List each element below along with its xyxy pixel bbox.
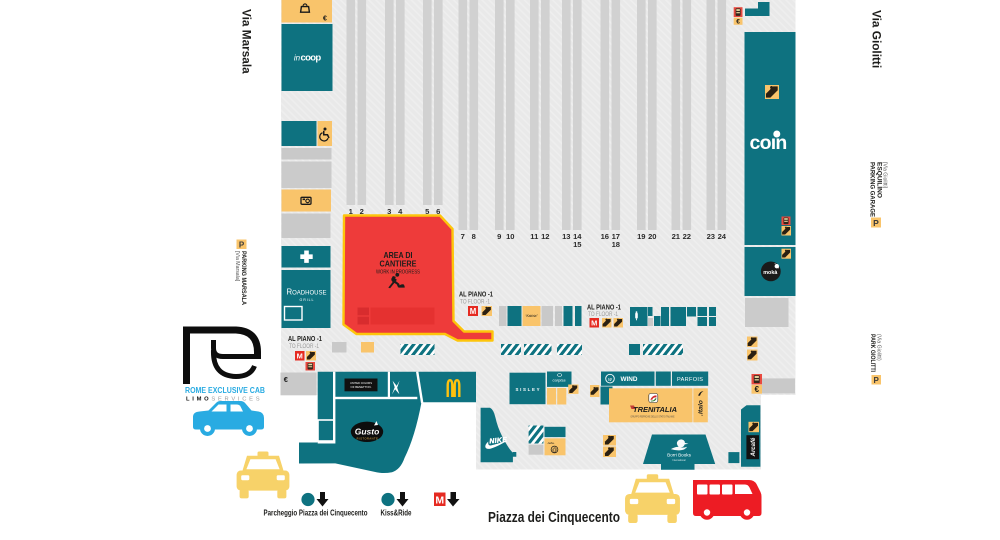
svg-text:ROADHOUSE: ROADHOUSE — [287, 288, 327, 297]
svg-text:OF BENETTON.: OF BENETTON. — [351, 385, 372, 389]
svg-text:PARK GIOLITTI: PARK GIOLITTI — [869, 334, 875, 372]
svg-text:@: @ — [552, 448, 557, 454]
svg-text:LIMOSERVICES: LIMOSERVICES — [186, 397, 262, 403]
svg-text:23: 23 — [707, 232, 715, 241]
svg-text:TO FLOOR -1: TO FLOOR -1 — [460, 299, 490, 306]
svg-text:[Via Giolitti]: [Via Giolitti] — [882, 162, 888, 189]
svg-text:PARKING GARAGE: PARKING GARAGE — [869, 162, 875, 217]
svg-text:ROME EXCLUSIVE CAB: ROME EXCLUSIVE CAB — [185, 385, 265, 395]
svg-text:21: 21 — [672, 232, 681, 241]
svg-text:GRUPPO FERROVIE DELLO STATO IT: GRUPPO FERROVIE DELLO STATO ITALIANE — [631, 416, 675, 419]
svg-text:P: P — [239, 241, 245, 250]
svg-text:PARFOIS: PARFOIS — [677, 377, 703, 383]
svg-text:14: 14 — [573, 232, 582, 241]
svg-text:P: P — [874, 376, 880, 385]
svg-text:AL PIANO -1: AL PIANO -1 — [459, 292, 493, 299]
svg-text:M: M — [435, 494, 444, 506]
svg-text:TRENITALIA: TRENITALIA — [633, 405, 677, 414]
svg-text:1: 1 — [349, 207, 354, 216]
svg-text:13: 13 — [562, 232, 570, 241]
svg-text:WIND: WIND — [621, 376, 638, 383]
svg-text:CANTIERE: CANTIERE — [380, 260, 417, 269]
svg-text:€: € — [284, 375, 289, 384]
svg-text:18: 18 — [612, 240, 620, 249]
svg-text:TO FLOOR -1: TO FLOOR -1 — [289, 343, 319, 350]
svg-text:Gusto: Gusto — [355, 427, 380, 437]
svg-text:2: 2 — [360, 207, 364, 216]
svg-text:PARKING MARSALA: PARKING MARSALA — [240, 251, 246, 306]
svg-text:.italo: .italo — [698, 400, 705, 416]
svg-text:M: M — [297, 352, 303, 361]
svg-text:w: w — [608, 377, 613, 383]
svg-text:coop: coop — [301, 53, 322, 64]
svg-text:19: 19 — [637, 232, 645, 241]
svg-text:[Via Marsala]: [Via Marsala] — [234, 251, 240, 282]
svg-text:€: € — [736, 19, 740, 26]
svg-text:Piazza dei Cinquecento: Piazza dei Cinquecento — [488, 510, 620, 526]
svg-text:10: 10 — [506, 232, 514, 241]
svg-text:Borri Books: Borri Books — [667, 453, 691, 458]
svg-text:9: 9 — [497, 232, 501, 241]
svg-text:“Kabiria”: “Kabiria” — [525, 314, 538, 318]
svg-text:GRILL: GRILL — [300, 298, 314, 302]
svg-text:in: in — [294, 54, 301, 63]
svg-text:Kiss&Ride: Kiss&Ride — [381, 509, 412, 518]
svg-text:24: 24 — [718, 232, 727, 241]
svg-text:AL PIANO -1: AL PIANO -1 — [587, 305, 621, 312]
svg-text:mokà: mokà — [763, 270, 778, 276]
svg-text:RISTORANTE: RISTORANTE — [357, 437, 379, 441]
svg-text:8: 8 — [472, 232, 476, 241]
svg-text:Via Marsala: Via Marsala — [240, 9, 254, 74]
svg-text:M: M — [591, 319, 597, 328]
svg-text:4: 4 — [398, 207, 403, 216]
svg-text:WORK IN PROGRESS: WORK IN PROGRESS — [376, 270, 420, 276]
svg-text:€: € — [323, 16, 327, 23]
svg-text:Parcheggio Piazza dei Cinquece: Parcheggio Piazza dei Cinquecento — [264, 509, 368, 518]
svg-text:6: 6 — [436, 207, 440, 216]
svg-text:carpisa: carpisa — [553, 378, 567, 383]
svg-text:12: 12 — [541, 232, 549, 241]
svg-text:coın: coın — [750, 132, 787, 154]
svg-text:M: M — [470, 307, 477, 316]
svg-text:NIKE: NIKE — [489, 437, 508, 446]
svg-text:International: International — [672, 459, 686, 462]
svg-text:5: 5 — [425, 207, 430, 216]
svg-text:AL PIANO -1: AL PIANO -1 — [288, 336, 322, 343]
svg-text:22: 22 — [683, 232, 691, 241]
svg-text:3: 3 — [387, 207, 391, 216]
svg-text:17: 17 — [612, 232, 620, 241]
svg-text:Arcafé: Arcafé — [751, 437, 757, 457]
svg-text:16: 16 — [601, 232, 609, 241]
svg-text:Adia..: Adia.. — [547, 441, 556, 445]
svg-text:ESQUILINO: ESQUILINO — [876, 162, 882, 198]
svg-text:Via Giolitti: Via Giolitti — [870, 10, 884, 68]
svg-text:7: 7 — [461, 232, 465, 241]
svg-text:UNITED COLORS: UNITED COLORS — [350, 381, 372, 385]
svg-text:SISLEY: SISLEY — [516, 387, 540, 392]
svg-text:AREA DI: AREA DI — [384, 251, 413, 260]
svg-text:20: 20 — [648, 232, 656, 241]
svg-text:15: 15 — [573, 240, 582, 249]
svg-text:P: P — [873, 218, 879, 228]
svg-text:(Via Giolitti): (Via Giolitti) — [876, 334, 882, 361]
svg-text:€: € — [754, 385, 759, 394]
svg-text:11: 11 — [530, 232, 539, 241]
svg-text:TO FLOOR -1: TO FLOOR -1 — [588, 311, 618, 318]
